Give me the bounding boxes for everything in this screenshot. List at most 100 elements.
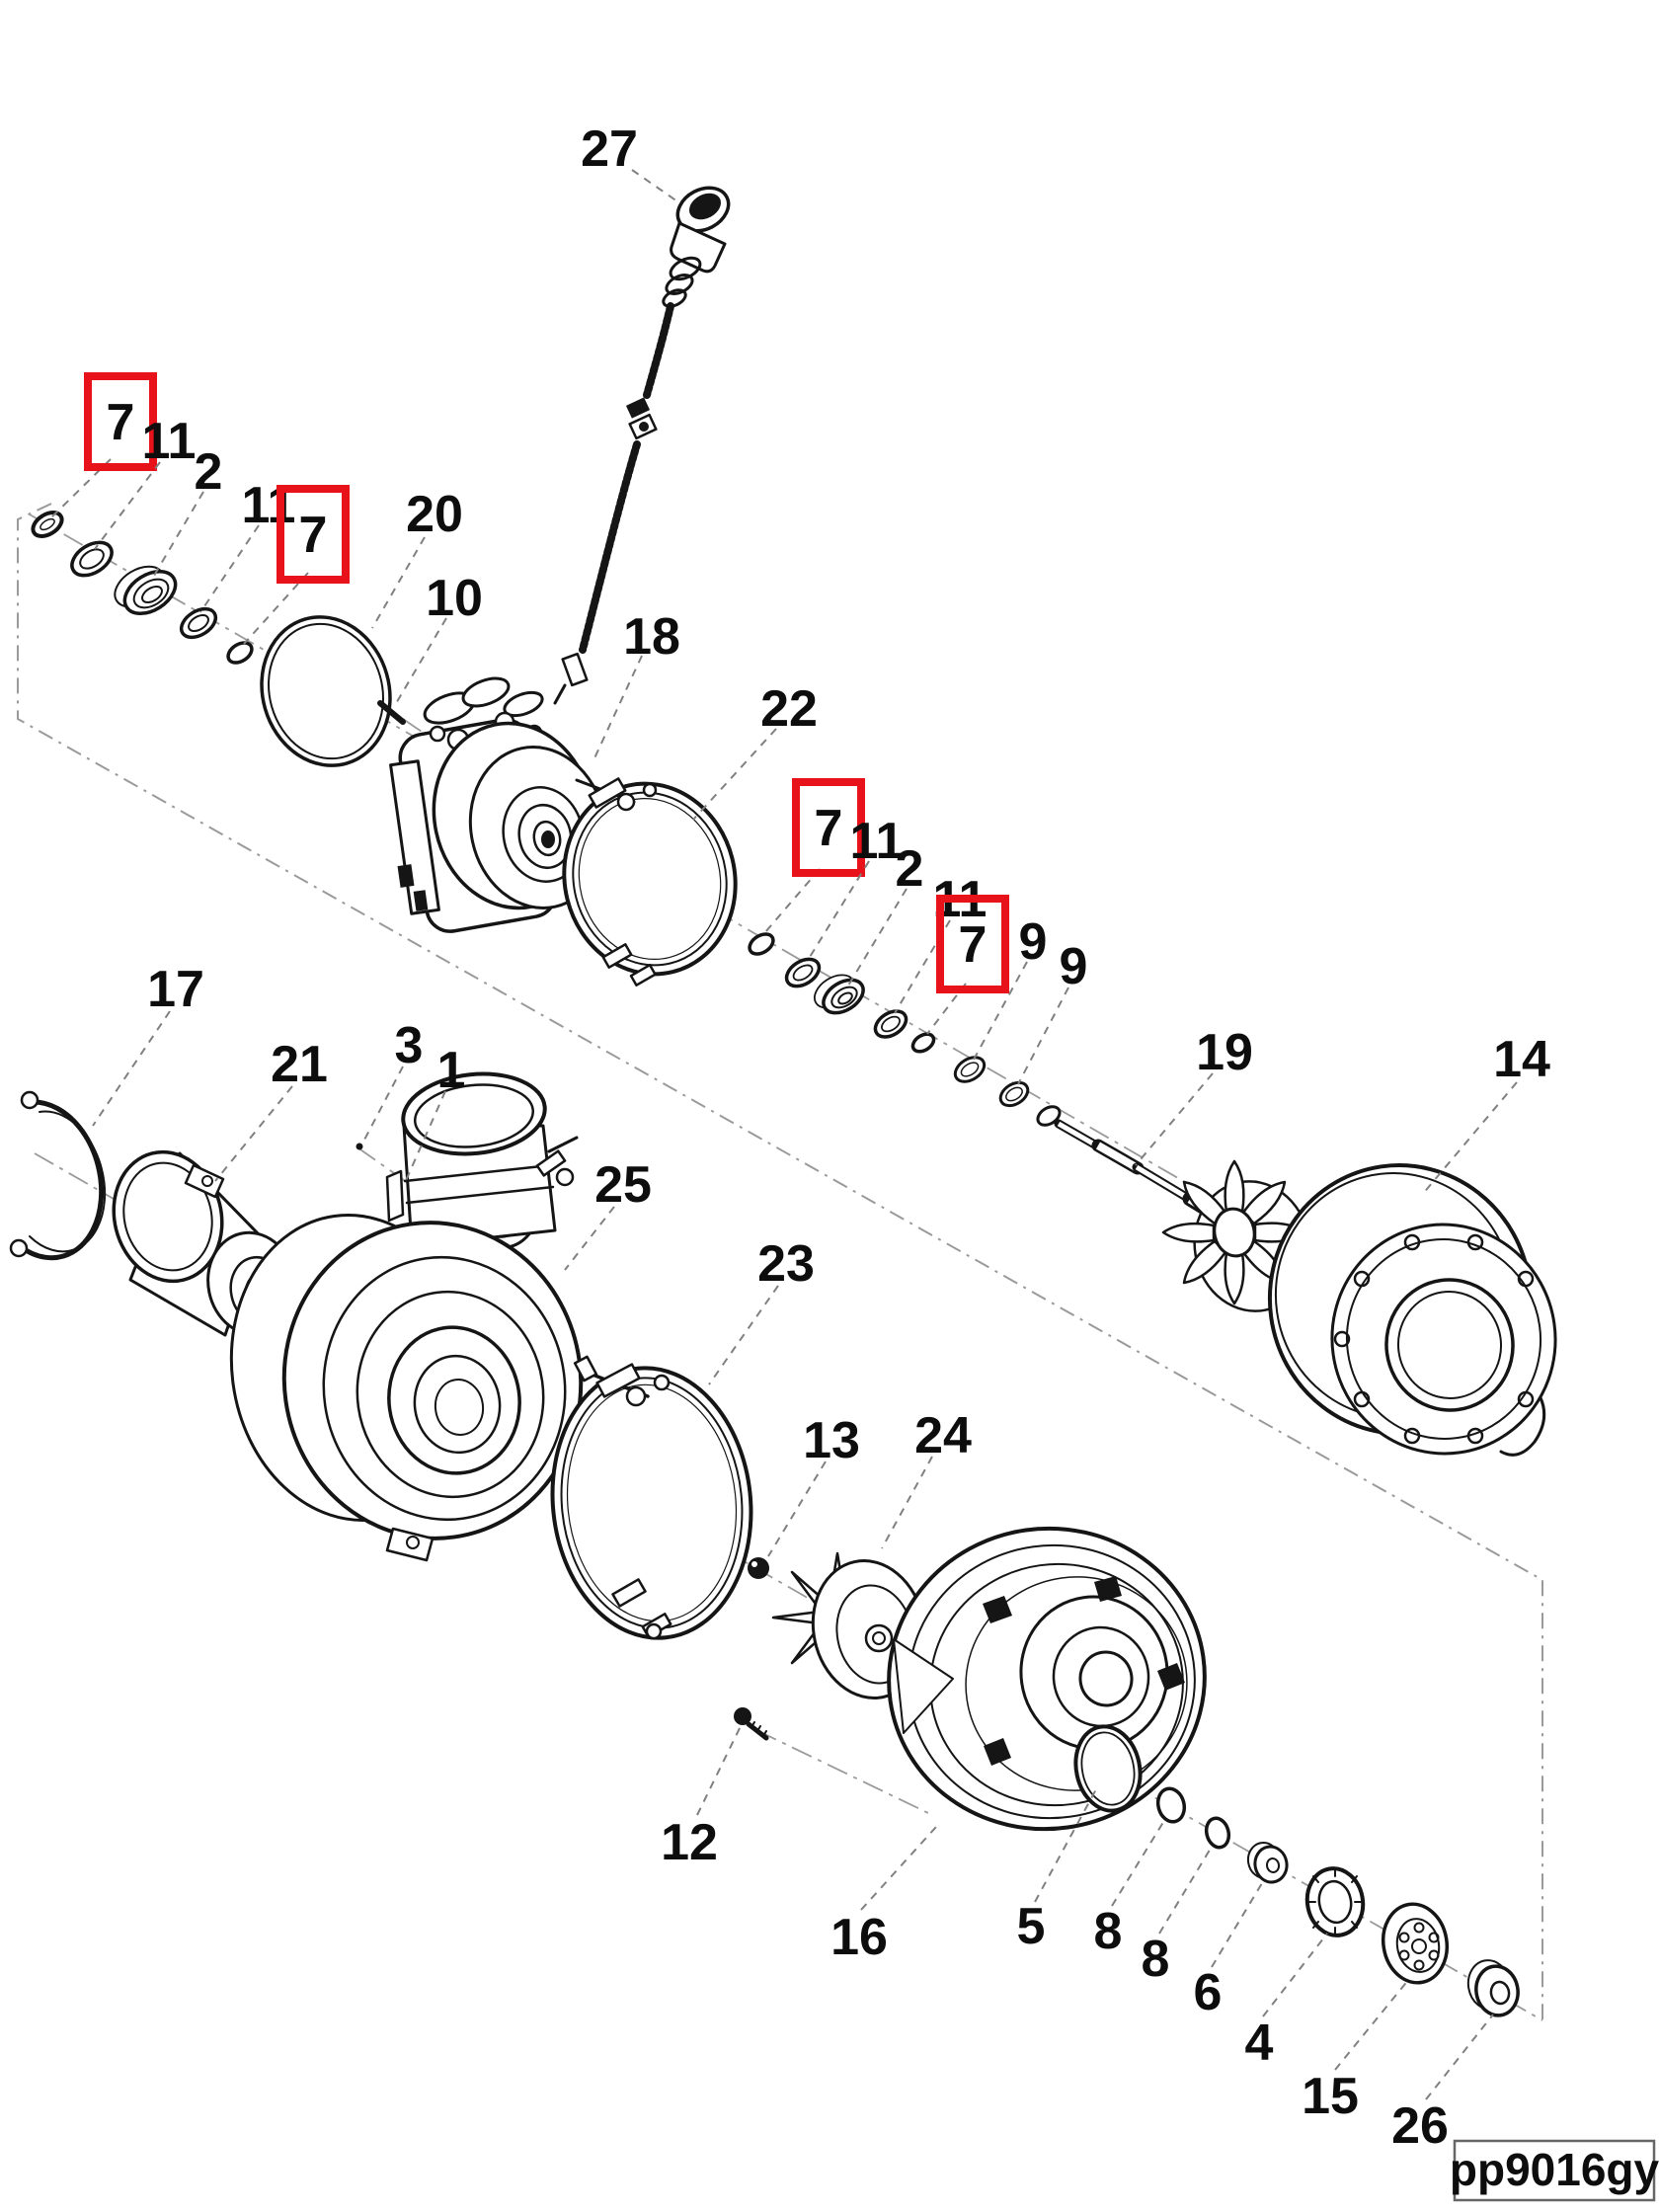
highlight-box-7 bbox=[792, 778, 865, 877]
callout-19: 19 bbox=[1196, 1024, 1253, 1081]
callout-2: 2 bbox=[195, 443, 223, 501]
part-20-retaining-ring bbox=[260, 615, 392, 767]
part-6-washer bbox=[1246, 1842, 1289, 1884]
leader-line-1 bbox=[403, 1090, 446, 1186]
figure-code: pp9016gy bbox=[1450, 2144, 1659, 2195]
callout-5: 5 bbox=[1017, 1898, 1046, 1955]
callout-26: 26 bbox=[1391, 2097, 1449, 2155]
leader-line-17 bbox=[92, 1010, 171, 1127]
callout-22: 22 bbox=[760, 680, 818, 738]
part-25-compressor-housing bbox=[229, 1071, 584, 1562]
part-9-ring bbox=[953, 1056, 987, 1083]
callout-21: 21 bbox=[271, 1036, 328, 1093]
leader-line-12 bbox=[696, 1725, 742, 1816]
callout-6: 6 bbox=[1194, 1964, 1223, 2021]
leader-line-11 bbox=[199, 524, 260, 613]
callout-8: 8 bbox=[1094, 1903, 1123, 1960]
callout-24: 24 bbox=[914, 1407, 972, 1464]
callout-13: 13 bbox=[803, 1412, 860, 1469]
part-2-bearing bbox=[114, 565, 178, 616]
callout-7: 7 bbox=[959, 916, 988, 974]
callout-3: 3 bbox=[395, 1017, 424, 1074]
leader-line-18 bbox=[592, 655, 643, 761]
callout-23: 23 bbox=[757, 1235, 815, 1293]
part-17-circlip bbox=[9, 1090, 107, 1261]
callout-1: 1 bbox=[437, 1042, 466, 1099]
leader-line-4 bbox=[1262, 1933, 1328, 2017]
part-22-vband-clamp bbox=[562, 777, 738, 987]
leader-line-11 bbox=[94, 461, 161, 550]
callout-7: 7 bbox=[815, 800, 843, 857]
part-7-oring bbox=[910, 1032, 936, 1054]
part-23-vband-clamp bbox=[550, 1355, 753, 1640]
callout-12: 12 bbox=[661, 1814, 718, 1871]
callout-14: 14 bbox=[1493, 1031, 1550, 1088]
part-11-seal-ring bbox=[873, 1009, 908, 1039]
callout-16: 16 bbox=[830, 1909, 888, 1966]
leader-line-5 bbox=[1034, 1788, 1097, 1903]
leader-line-27 bbox=[631, 169, 678, 202]
callout-2: 2 bbox=[896, 840, 924, 898]
highlight-box-7 bbox=[936, 895, 1009, 993]
leader-line-14 bbox=[1421, 1081, 1518, 1196]
part-12-screw bbox=[734, 1707, 769, 1741]
part-4-locknut bbox=[1304, 1866, 1366, 1937]
leader-line-8 bbox=[1158, 1846, 1213, 1935]
part-9-ring bbox=[998, 1080, 1030, 1108]
leader-line-13 bbox=[767, 1461, 827, 1557]
leader-line-16 bbox=[860, 1826, 937, 1911]
axis-centerline bbox=[29, 514, 1324, 1263]
leader-line-3 bbox=[361, 1066, 404, 1145]
part-7-oring bbox=[31, 511, 64, 538]
callout-18: 18 bbox=[623, 608, 680, 666]
part-11-seal-ring bbox=[784, 957, 822, 988]
part-7-oring bbox=[226, 641, 254, 665]
part-3-key bbox=[356, 1143, 405, 1223]
leader-line-9 bbox=[973, 961, 1028, 1061]
part-5-oring bbox=[1073, 1724, 1143, 1813]
axis-centerline bbox=[755, 1729, 929, 1814]
leader-line-7 bbox=[764, 868, 821, 933]
callout-7: 7 bbox=[299, 507, 328, 564]
callout-8: 8 bbox=[1142, 1931, 1170, 1988]
part-2-bearing bbox=[814, 974, 865, 1015]
part-19-shaft-turbine-wheel bbox=[1036, 1105, 1311, 1312]
callout-27: 27 bbox=[581, 120, 638, 178]
callout-11: 11 bbox=[142, 413, 197, 470]
axis-centerline bbox=[402, 718, 465, 761]
part-27-sensor bbox=[553, 186, 731, 705]
callout-9: 9 bbox=[1060, 938, 1088, 995]
leader-line-11 bbox=[806, 860, 870, 963]
leader-line-9 bbox=[1017, 987, 1069, 1085]
leader-line-26 bbox=[1425, 2014, 1494, 2100]
part-15-spline-washer bbox=[1381, 1902, 1450, 1985]
leader-line-23 bbox=[708, 1285, 779, 1385]
callout-7: 7 bbox=[107, 394, 135, 451]
callout-17: 17 bbox=[147, 961, 204, 1018]
callout-10: 10 bbox=[426, 570, 483, 627]
callout-20: 20 bbox=[406, 486, 463, 543]
leader-line-10 bbox=[394, 617, 447, 706]
leader-line-22 bbox=[692, 728, 777, 821]
part-14-turbine-housing bbox=[1267, 1163, 1557, 1457]
callout-4: 4 bbox=[1245, 2014, 1274, 2072]
cable-clip bbox=[625, 397, 658, 440]
part-10-pin bbox=[377, 700, 406, 725]
part-11-seal-ring bbox=[70, 540, 114, 578]
part-13-plug bbox=[748, 1557, 769, 1579]
leader-line-2 bbox=[150, 491, 204, 582]
leader-line-6 bbox=[1211, 1877, 1266, 1968]
leader-line-24 bbox=[881, 1456, 933, 1549]
part-7-oring bbox=[748, 932, 775, 956]
leader-line-7 bbox=[243, 572, 309, 645]
part-8-oring bbox=[1155, 1786, 1187, 1824]
leader-line-19 bbox=[1135, 1072, 1214, 1166]
highlight-box-7 bbox=[276, 485, 350, 584]
callout-11: 11 bbox=[850, 813, 905, 870]
part-8-oring bbox=[1204, 1816, 1231, 1850]
part-11-seal-ring bbox=[179, 606, 218, 640]
callout-9: 9 bbox=[1019, 913, 1048, 971]
